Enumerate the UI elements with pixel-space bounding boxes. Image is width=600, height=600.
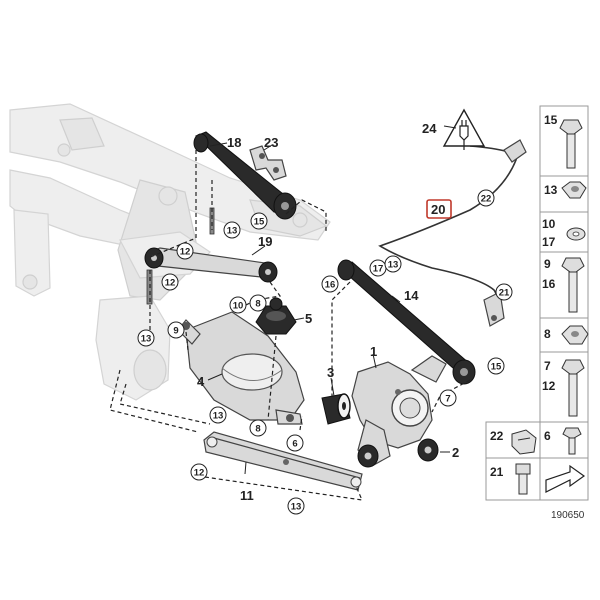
callout-22a: 22 <box>477 189 495 207</box>
callout-13e: 13 <box>384 255 402 273</box>
wishbone-14[interactable] <box>337 259 476 385</box>
direction-arrow-icon <box>545 464 586 493</box>
svg-text:12: 12 <box>194 468 205 479</box>
svg-text:13: 13 <box>213 411 224 422</box>
rubber-mount-5[interactable] <box>255 297 297 335</box>
bracket-23[interactable] <box>249 145 287 181</box>
callout-13d: 13 <box>287 497 305 515</box>
label-23: 23 <box>264 135 278 150</box>
callout-15a: 15 <box>250 212 268 230</box>
callout-15b: 15 <box>487 357 505 375</box>
label-4: 4 <box>197 374 205 389</box>
label-14: 14 <box>404 288 419 303</box>
callout-21a: 21 <box>495 283 513 301</box>
legend-13: 13 <box>544 183 558 197</box>
svg-text:16: 16 <box>325 280 336 291</box>
callout-9a: 9 <box>167 321 185 339</box>
legend-10: 10 <box>542 217 556 231</box>
control-arm-18[interactable] <box>193 131 297 220</box>
label-1: 1 <box>370 344 377 359</box>
svg-text:17: 17 <box>373 264 384 275</box>
tension-strut-11[interactable] <box>203 431 363 491</box>
leader-lines <box>207 125 457 475</box>
legend-12: 12 <box>542 379 556 393</box>
svg-text:15: 15 <box>491 362 502 373</box>
bolt-icon <box>561 257 585 313</box>
callout-7a: 7 <box>439 389 457 407</box>
svg-text:7: 7 <box>445 394 450 405</box>
legend-15: 15 <box>544 113 558 127</box>
svg-text:12: 12 <box>165 278 176 289</box>
legend-7: 7 <box>544 359 551 373</box>
label-18: 18 <box>227 135 241 150</box>
label-2: 2 <box>452 445 459 460</box>
svg-text:13: 13 <box>291 502 302 513</box>
callout-8b: 8 <box>249 419 267 437</box>
callouts: 15 13 12 12 13 10 8 9 13 8 6 12 13 16 17… <box>137 189 513 515</box>
assembly-lines <box>109 150 471 501</box>
wheel-carrier-1[interactable] <box>351 355 447 468</box>
bushing-2[interactable] <box>417 438 439 462</box>
svg-text:13: 13 <box>227 226 238 237</box>
label-24: 24 <box>422 121 437 136</box>
callout-13b: 13 <box>137 329 155 347</box>
control-arm-4[interactable] <box>177 311 305 425</box>
label-5: 5 <box>305 311 312 326</box>
electrical-connector-24[interactable] <box>442 108 486 150</box>
nut-icon <box>561 181 587 199</box>
legend-8: 8 <box>544 327 551 341</box>
svg-text:13: 13 <box>141 334 152 345</box>
bolt-icon <box>562 427 582 455</box>
screw-icon <box>515 463 531 495</box>
callout-6a: 6 <box>286 434 304 452</box>
label-3: 3 <box>327 365 334 380</box>
nut-icon <box>561 325 589 345</box>
svg-text:15: 15 <box>254 217 265 228</box>
label-11: 11 <box>240 488 254 503</box>
svg-text:6: 6 <box>292 439 297 450</box>
callout-13a: 13 <box>223 221 241 239</box>
svg-text:12: 12 <box>180 247 191 258</box>
callout-13c: 13 <box>209 406 227 424</box>
legend-panel: 15 13 10 17 9 16 8 7 <box>485 105 589 501</box>
svg-text:22: 22 <box>481 194 492 205</box>
clip-icon <box>511 429 537 455</box>
legend-17: 17 <box>542 235 556 249</box>
legend-21: 21 <box>490 465 504 479</box>
legend-9: 9 <box>544 257 551 271</box>
bolt-icon <box>559 119 583 169</box>
diagram-id: 190650 <box>551 510 585 521</box>
callout-10a: 10 <box>229 296 247 314</box>
label-19: 19 <box>258 234 272 249</box>
washer-icon <box>566 227 586 241</box>
brake-sensor-20[interactable] <box>378 139 527 327</box>
svg-text:9: 9 <box>173 326 178 337</box>
callout-8a: 8 <box>249 294 267 312</box>
callout-12a: 12 <box>176 242 194 260</box>
svg-text:10: 10 <box>233 301 244 312</box>
callout-12d: 12 <box>190 463 208 481</box>
legend-22: 22 <box>490 429 504 443</box>
legend-16: 16 <box>542 277 556 291</box>
label-20-box: 20 <box>426 199 452 219</box>
svg-text:21: 21 <box>499 288 510 299</box>
bushing-3[interactable] <box>321 393 351 425</box>
svg-text:8: 8 <box>255 299 260 310</box>
callout-12b: 12 <box>161 273 179 291</box>
svg-text:8: 8 <box>255 424 260 435</box>
subframe-ghost <box>9 103 331 401</box>
bolt-icon <box>561 359 585 417</box>
svg-text:13: 13 <box>388 260 399 271</box>
callout-17a: 17 <box>369 259 387 277</box>
legend-6: 6 <box>544 429 551 443</box>
part-labels: 18 23 19 5 4 3 1 2 14 24 11 <box>197 121 459 503</box>
callout-16a: 16 <box>321 275 339 293</box>
label-20: 20 <box>431 202 445 217</box>
